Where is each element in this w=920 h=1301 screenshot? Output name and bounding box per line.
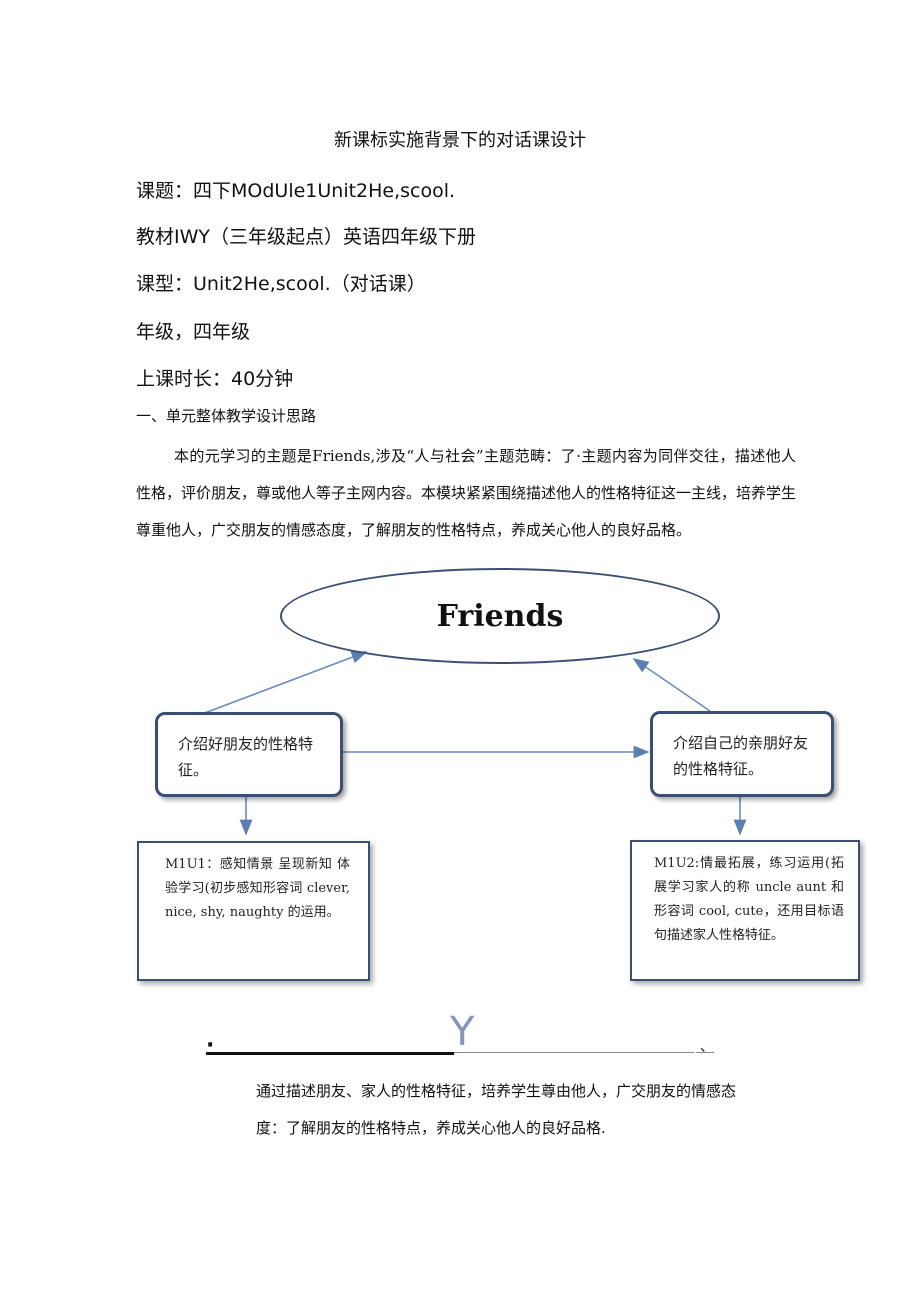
separator-line-light: [454, 1052, 694, 1053]
right-detail-text: M1U2:情最拓展，练习运用(拓展学习家人的称 uncle aunt 和形容词 …: [654, 856, 844, 943]
friends-ellipse: Friends: [280, 568, 720, 664]
page-title: 新课标实施背景下的对话课设计: [334, 130, 586, 151]
section-paragraph: 本的元学习的主题是Friends,涉及“人与社会”主题范畴：了·主题内容为同伴交…: [136, 447, 797, 539]
separator-y-mark: Y: [450, 1009, 475, 1055]
summary-paragraph: 通过描述朋友、家人的性格特征，培养学生尊由他人，广交朋友的情感态度：了解朋友的性…: [256, 1082, 737, 1137]
left-detail-box: M1U1：感知情景 呈现新知 体验学习(初步感知形容词 clever, nice…: [137, 841, 370, 981]
left-topic-box: 介绍好朋友的性格特征。: [155, 712, 343, 797]
separator-dot: ·: [206, 1033, 215, 1058]
right-topic-text: 介绍自己的亲朋好友的性格特征。: [673, 734, 809, 778]
separator-line-end: [696, 1052, 714, 1053]
section-heading: 一、单元整体教学设计思路: [136, 407, 317, 425]
arrow-left-to-center: [201, 651, 368, 715]
arrow-right-to-center: [632, 658, 711, 712]
left-detail-text: M1U1：感知情景 呈现新知 体验学习(初步感知形容词 clever, nice…: [165, 857, 350, 920]
separator-line-dark: [206, 1052, 454, 1055]
friends-label: Friends: [436, 598, 564, 634]
meta-lesson-type: 课型：Unit2He,scool.（对话课）: [136, 273, 426, 295]
right-detail-box: M1U2:情最拓展，练习运用(拓展学习家人的称 uncle aunt 和形容词 …: [630, 840, 860, 981]
meta-topic: 课题：四下MOdUle1Unit2He,scool.: [136, 180, 456, 202]
right-topic-box: 介绍自己的亲朋好友的性格特征。: [650, 711, 834, 797]
left-topic-text: 介绍好朋友的性格特征。: [178, 735, 314, 779]
separator-comma: 、: [700, 1039, 714, 1055]
meta-textbook: 教材IWY（三年级起点）英语四年级下册: [136, 226, 476, 248]
meta-duration: 上课时长：40分钟: [136, 368, 294, 390]
meta-grade: 年级，四年级: [136, 321, 251, 343]
